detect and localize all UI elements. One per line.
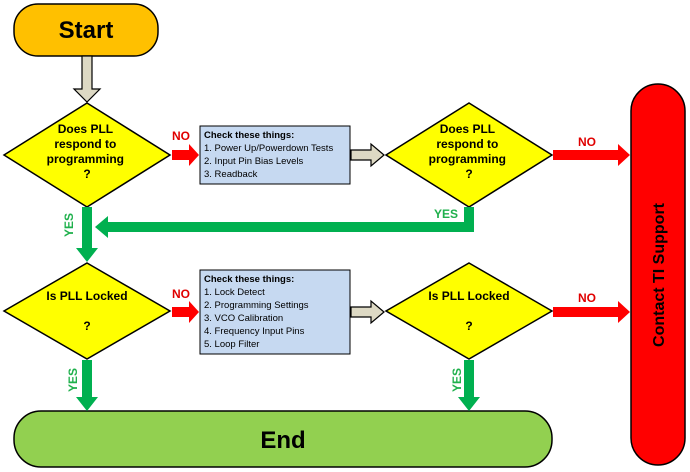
decision-locked-2: Is PLL Locked ?: [384, 262, 554, 360]
decision-locked-1-line-1: Is PLL Locked: [46, 289, 127, 303]
lock-checklist-item-1: 1. Lock Detect: [204, 287, 265, 298]
lock-checklist-title: Check these things:: [204, 274, 294, 285]
end-label: End: [260, 427, 305, 454]
decision-locked-2-line-1: Is PLL Locked: [428, 289, 509, 303]
programming-checklist-item-1: 1. Power Up/Powerdown Tests: [204, 143, 333, 154]
programming-checklist-title: Check these things:: [204, 130, 294, 141]
decision-locked-1-line-2: ?: [83, 319, 90, 333]
decision-respond-2: Does PLL respond to programming ?: [384, 102, 554, 208]
programming-checklist-item-3: 3. Readback: [204, 169, 258, 180]
svg-text:Check these things: 1.: Check these things: 1. Power Up/Powerdow…: [204, 130, 336, 180]
no-label-respond-1: NO: [172, 129, 190, 143]
svg-text:Does PLL respond to: Does PLL respond to programming ?: [47, 122, 128, 181]
contact-support-terminal: Contact TI Support: [630, 83, 686, 466]
decision-respond-1-line-2: respond to: [54, 137, 116, 151]
yes-label-respond-2: YES: [434, 207, 458, 221]
lock-checklist: Check these things: 1. Lock Detect 2. Pr…: [199, 269, 351, 355]
decision-respond-2-line-1: Does PLL: [440, 122, 495, 136]
no-label-locked-1: NO: [172, 287, 190, 301]
lock-checklist-item-3: 3. VCO Calibration: [204, 313, 283, 324]
decision-respond-2-line-2: respond to: [436, 137, 498, 151]
yes-arrow-locked-1: [76, 360, 98, 411]
no-label-respond-2: NO: [578, 135, 596, 149]
start-terminal: Start: [13, 3, 159, 57]
programming-checklist-arrow: [350, 142, 385, 168]
lock-checklist-item-5: 5. Loop Filter: [204, 339, 259, 350]
svg-text:Check these things: 1.: Check these things: 1. Lock Detect 2. Pr…: [204, 274, 311, 350]
lock-checklist-item-4: 4. Frequency Input Pins: [204, 326, 305, 337]
decision-respond-1: Does PLL respond to programming ?: [2, 102, 172, 208]
programming-checklist-item-2: 2. Input Pin Bias Levels: [204, 156, 304, 167]
lock-checklist-item-2: 2. Programming Settings: [204, 300, 309, 311]
yes-arrow-locked-2: [458, 360, 480, 411]
svg-text:Does PLL respond to: Does PLL respond to programming ?: [429, 122, 510, 181]
yes-arrow-respond-1: [76, 207, 98, 262]
contact-support-label: Contact TI Support: [651, 202, 668, 347]
lock-checklist-arrow: [350, 299, 385, 325]
yes-label-locked-1: YES: [66, 368, 80, 392]
yes-label-respond-1: YES: [62, 213, 76, 237]
no-arrow-locked-2: [553, 301, 630, 323]
start-down-arrow: [72, 55, 102, 103]
no-arrow-respond-2: [553, 144, 630, 166]
start-label: Start: [59, 17, 114, 44]
programming-checklist: Check these things: 1. Power Up/Powerdow…: [199, 125, 351, 185]
no-label-locked-2: NO: [578, 291, 596, 305]
decision-respond-1-line-1: Does PLL: [58, 122, 113, 136]
decision-locked-2-line-2: ?: [465, 319, 472, 333]
no-arrow-locked-1: [172, 301, 199, 323]
decision-respond-2-line-3: programming: [429, 152, 506, 166]
decision-respond-1-line-3: programming: [47, 152, 124, 166]
no-arrow-respond-1: [172, 144, 199, 166]
decision-locked-1: Is PLL Locked ?: [2, 262, 172, 360]
decision-respond-1-line-4: ?: [83, 167, 90, 181]
end-terminal: End: [13, 410, 553, 468]
yes-label-locked-2: YES: [450, 368, 464, 392]
decision-respond-2-line-4: ?: [465, 167, 472, 181]
yes-return-arrow: [95, 207, 474, 238]
